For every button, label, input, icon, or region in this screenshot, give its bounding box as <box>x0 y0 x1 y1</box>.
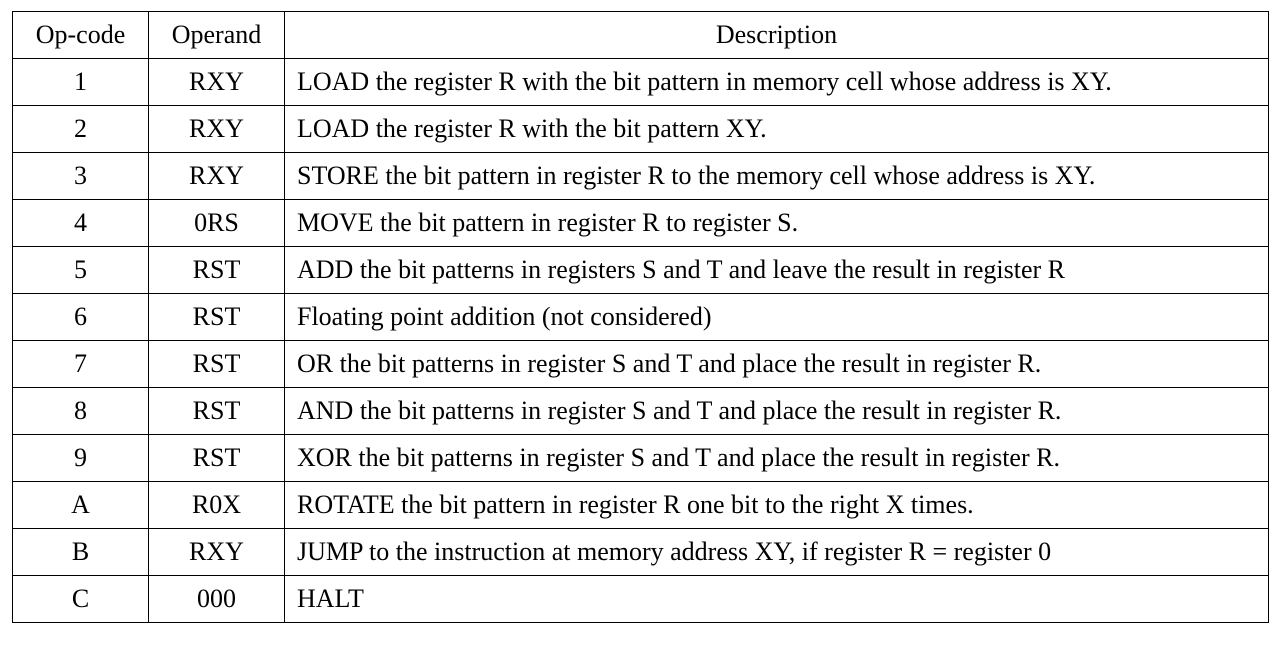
operand-cell: RXY <box>148 152 285 200</box>
opcode-cell: 4 <box>12 199 149 247</box>
description-cell: LOAD the register R with the bit pattern… <box>284 105 1269 153</box>
opcode-cell: 8 <box>12 387 149 435</box>
table-row: B RXY JUMP to the instruction at memory … <box>12 528 1269 576</box>
description-cell: OR the bit patterns in register S and T … <box>284 340 1269 388</box>
operand-cell: RST <box>148 246 285 294</box>
opcode-cell: 2 <box>12 105 149 153</box>
table-row: 5 RST ADD the bit patterns in registers … <box>12 246 1269 294</box>
header-operand: Operand <box>148 11 285 59</box>
opcode-cell: 7 <box>12 340 149 388</box>
description-cell: AND the bit patterns in register S and T… <box>284 387 1269 435</box>
operand-cell: RXY <box>148 58 285 106</box>
table-row: 4 0RS MOVE the bit pattern in register R… <box>12 199 1269 247</box>
table-row: 2 RXY LOAD the register R with the bit p… <box>12 105 1269 153</box>
opcode-cell: 5 <box>12 246 149 294</box>
opcode-cell: 9 <box>12 434 149 482</box>
opcode-cell: A <box>12 481 149 529</box>
opcode-cell: 1 <box>12 58 149 106</box>
header-row: Op-code Operand Description <box>12 11 1269 59</box>
operand-cell: RXY <box>148 528 285 576</box>
description-cell: Floating point addition (not considered) <box>284 293 1269 341</box>
header-opcode: Op-code <box>12 11 149 59</box>
opcode-cell: B <box>12 528 149 576</box>
description-cell: LOAD the register R with the bit pattern… <box>284 58 1269 106</box>
instruction-table: Op-code Operand Description 1 RXY LOAD t… <box>12 11 1269 623</box>
opcode-cell: C <box>12 575 149 623</box>
description-cell: HALT <box>284 575 1269 623</box>
operand-cell: RST <box>148 340 285 388</box>
operand-cell: 000 <box>148 575 285 623</box>
table-row: 9 RST XOR the bit patterns in register S… <box>12 434 1269 482</box>
description-cell: STORE the bit pattern in register R to t… <box>284 152 1269 200</box>
operand-cell: RST <box>148 293 285 341</box>
table-row: 8 RST AND the bit patterns in register S… <box>12 387 1269 435</box>
description-cell: XOR the bit patterns in register S and T… <box>284 434 1269 482</box>
description-cell: MOVE the bit pattern in register R to re… <box>284 199 1269 247</box>
operand-cell: R0X <box>148 481 285 529</box>
table-row: 7 RST OR the bit patterns in register S … <box>12 340 1269 388</box>
operand-cell: 0RS <box>148 199 285 247</box>
table-row: 1 RXY LOAD the register R with the bit p… <box>12 58 1269 106</box>
table-row: 6 RST Floating point addition (not consi… <box>12 293 1269 341</box>
header-description: Description <box>284 11 1269 59</box>
operand-cell: RST <box>148 387 285 435</box>
table-row: C 000 HALT <box>12 575 1269 623</box>
operand-cell: RXY <box>148 105 285 153</box>
operand-cell: RST <box>148 434 285 482</box>
description-cell: ROTATE the bit pattern in register R one… <box>284 481 1269 529</box>
description-cell: JUMP to the instruction at memory addres… <box>284 528 1269 576</box>
opcode-cell: 3 <box>12 152 149 200</box>
table-row: 3 RXY STORE the bit pattern in register … <box>12 152 1269 200</box>
table-row: A R0X ROTATE the bit pattern in register… <box>12 481 1269 529</box>
description-cell: ADD the bit patterns in registers S and … <box>284 246 1269 294</box>
opcode-cell: 6 <box>12 293 149 341</box>
